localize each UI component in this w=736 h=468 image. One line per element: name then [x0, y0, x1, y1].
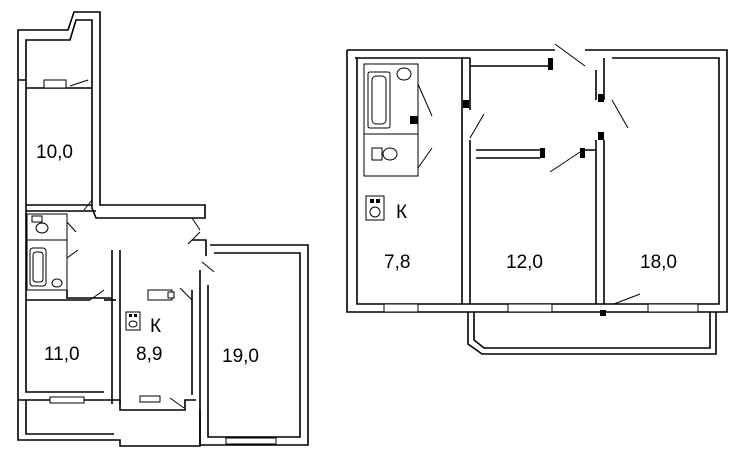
room-area-label: 12,0	[506, 252, 543, 273]
right-floor-plan	[346, 43, 728, 355]
room-area-label: 19,0	[222, 346, 259, 367]
room-area-label: 10,0	[36, 142, 73, 163]
room-area-label: 11,0	[44, 344, 80, 365]
kitchen-label: К	[150, 316, 161, 337]
room-area-label: 18,0	[640, 252, 677, 273]
room-area-label: 8,9	[136, 344, 162, 365]
room-area-label: 7,8	[384, 252, 410, 273]
left-floor-plan	[17, 11, 309, 447]
kitchen-label: К	[396, 202, 407, 223]
